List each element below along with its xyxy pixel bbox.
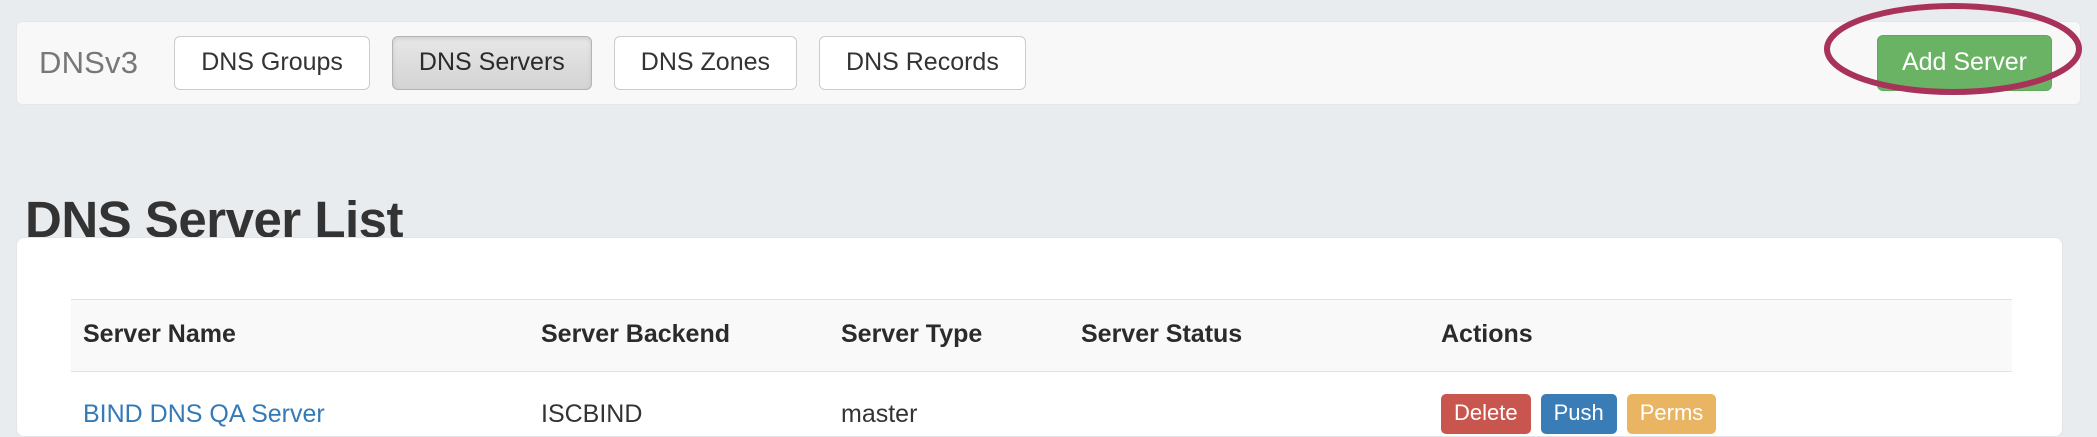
nav-button-dns-records[interactable]: DNS Records [819,36,1026,91]
cell-actions: Delete Push Perms [1441,372,2012,437]
content-card: Server Name Server Backend Server Type S… [16,237,2063,437]
add-server-button[interactable]: Add Server [1877,35,2052,92]
column-header-actions: Actions [1441,300,2012,372]
nav-button-dns-groups[interactable]: DNS Groups [174,36,370,91]
server-name-link[interactable]: BIND DNS QA Server [83,400,325,428]
perms-button[interactable]: Perms [1627,394,1717,434]
action-button-group: Delete Push Perms [1441,394,2012,434]
table-row: BIND DNS QA Server ISCBIND master Delete… [71,372,2012,437]
column-header-server-backend[interactable]: Server Backend [541,300,841,372]
column-header-server-name[interactable]: Server Name [71,300,541,372]
cell-server-status [1081,372,1441,437]
nav-button-dns-servers[interactable]: DNS Servers [392,36,592,91]
cell-server-name: BIND DNS QA Server [71,372,541,437]
cell-server-backend: ISCBIND [541,372,841,437]
delete-button[interactable]: Delete [1441,394,1531,434]
server-table: Server Name Server Backend Server Type S… [71,299,2012,437]
server-table-container: Server Name Server Backend Server Type S… [71,299,2012,437]
table-body: BIND DNS QA Server ISCBIND master Delete… [71,372,2012,437]
brand-logo[interactable]: DNSv3 [39,45,138,81]
nav-button-dns-zones[interactable]: DNS Zones [614,36,797,91]
navbar-right-group: Add Server [1877,35,2058,92]
column-header-server-type[interactable]: Server Type [841,300,1081,372]
top-navbar: DNSv3 DNS Groups DNS Servers DNS Zones D… [16,21,2081,105]
column-header-server-status[interactable]: Server Status [1081,300,1441,372]
nav-button-group: DNS Groups DNS Servers DNS Zones DNS Rec… [174,36,1877,91]
table-header-row: Server Name Server Backend Server Type S… [71,300,2012,372]
push-button[interactable]: Push [1541,394,1617,434]
table-header: Server Name Server Backend Server Type S… [71,300,2012,372]
cell-server-type: master [841,372,1081,437]
